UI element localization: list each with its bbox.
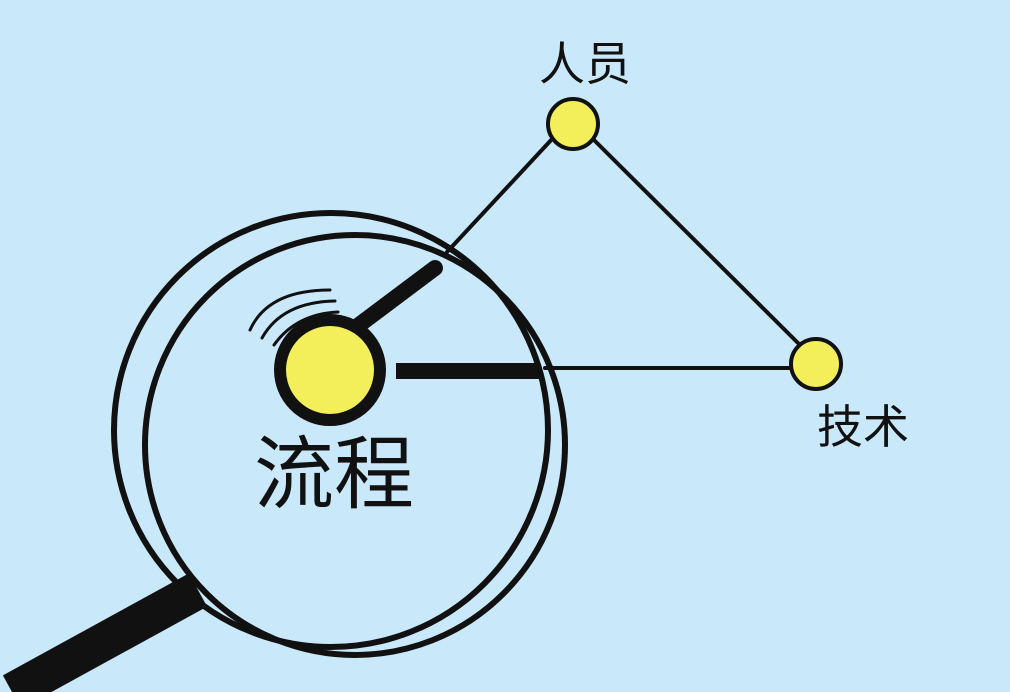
node-process <box>274 314 386 426</box>
node-technology <box>789 337 843 391</box>
magnifying-glass-icon <box>111 210 568 658</box>
lens-outer-ring <box>111 210 551 650</box>
edge-personnel-process <box>445 136 555 254</box>
label-technology: 技术 <box>817 400 909 454</box>
label-personnel: 人员 <box>539 37 631 91</box>
label-process: 流程 <box>254 428 414 521</box>
lens-glint-icon <box>248 288 340 347</box>
lens-inner-ring <box>142 232 568 658</box>
magnifying-glass-handle <box>2 573 208 692</box>
node-personnel <box>546 97 600 151</box>
magnified-edge-personnel <box>347 260 443 336</box>
edge-personnel-technology <box>590 136 802 347</box>
